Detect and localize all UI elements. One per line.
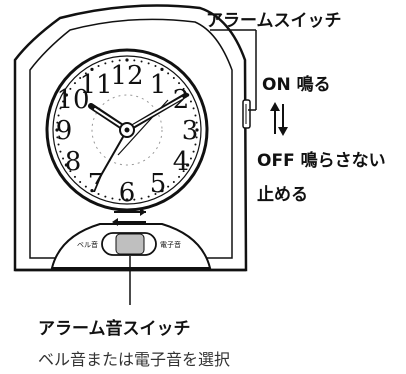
minute-dot <box>73 82 76 85</box>
minute-dot <box>90 67 94 71</box>
minute-dot <box>69 87 72 90</box>
minute-dot <box>62 157 65 160</box>
minute-dot <box>125 198 129 202</box>
numeral-4: 4 <box>173 147 190 177</box>
minute-dot <box>195 136 198 139</box>
alarm-sound-switch-label: アラーム音スイッチ <box>38 319 191 339</box>
minute-dot <box>182 87 185 90</box>
sound-select-description: ベル音または電子音を選択 <box>38 350 231 369</box>
numeral-1: 1 <box>150 70 167 100</box>
numeral-10: 10 <box>56 85 89 115</box>
minute-dot <box>56 136 59 139</box>
minute-dot <box>172 76 175 79</box>
minute-dot <box>90 189 94 193</box>
minute-dot <box>97 65 100 68</box>
minute-dot <box>56 121 59 124</box>
minute-dot <box>194 114 197 117</box>
numeral-3: 3 <box>182 116 199 146</box>
minute-dot <box>59 107 62 110</box>
minute-dot <box>73 175 76 178</box>
minute-dot <box>97 192 100 195</box>
minute-dot <box>104 62 107 65</box>
numeral-5: 5 <box>150 169 167 199</box>
minute-dot <box>154 192 157 195</box>
off-label: OFF 鳴らさない <box>257 151 386 171</box>
minute-dot <box>147 62 150 65</box>
minute-dot <box>167 185 170 188</box>
minute-dot <box>133 198 136 201</box>
stop-label: 止める <box>257 185 308 205</box>
numeral-9: 9 <box>56 116 73 146</box>
minute-dot <box>154 65 157 68</box>
minute-dots <box>55 58 199 202</box>
alarm-switch-label: アラームスイッチ <box>206 11 342 31</box>
minute-dot <box>194 143 197 146</box>
numeral-12: 12 <box>110 61 143 91</box>
minute-dot <box>118 198 121 201</box>
minute-dot <box>69 170 72 173</box>
electronic-sound-label: 電子音 <box>160 240 181 249</box>
minute-dot <box>189 157 192 160</box>
minute-dot <box>167 72 170 75</box>
numeral-6: 6 <box>119 178 136 208</box>
minute-dot <box>178 175 181 178</box>
alarm-hand <box>95 129 128 185</box>
minute-dot <box>57 143 60 146</box>
numeral-8: 8 <box>65 147 82 177</box>
minute-dot <box>84 72 87 75</box>
minute-dot <box>118 59 121 62</box>
minute-dot <box>160 189 164 193</box>
minute-dot <box>195 128 199 132</box>
minute-dot <box>62 100 65 103</box>
minute-dot <box>195 121 198 124</box>
minute-dot <box>133 59 136 62</box>
minute-dot <box>59 150 62 153</box>
minute-dot <box>182 170 185 173</box>
minute-dot <box>79 76 82 79</box>
minute-dot <box>189 100 192 103</box>
minute-dot <box>125 58 129 62</box>
minute-dot <box>111 197 114 200</box>
minute-dot <box>55 128 59 132</box>
minute-dot <box>57 114 60 117</box>
minute-dot <box>192 150 195 153</box>
minute-dot <box>64 163 68 167</box>
minute-dot <box>192 107 195 110</box>
minute-dot <box>172 181 175 184</box>
minute-dot <box>147 195 150 198</box>
numeral-11: 11 <box>79 70 112 100</box>
minute-dot <box>160 67 164 71</box>
minute-dot <box>84 185 87 188</box>
minute-dot <box>140 60 143 63</box>
minute-dot <box>111 60 114 63</box>
hour-hand-lume <box>94 108 125 129</box>
minute-dot <box>79 181 82 184</box>
on-off-arrows <box>270 102 288 136</box>
minute-dot <box>104 195 107 198</box>
on-label: ON 鳴る <box>262 75 331 95</box>
sound-selector-knob <box>115 233 145 255</box>
clock-body-inner <box>29 18 233 259</box>
minute-dot <box>140 197 143 200</box>
bell-sound-label: ベル音 <box>77 240 98 249</box>
minute-dot <box>178 82 181 85</box>
minute-hand-lume <box>130 97 183 128</box>
minute-dot <box>64 93 68 97</box>
minute-dot <box>186 163 190 167</box>
